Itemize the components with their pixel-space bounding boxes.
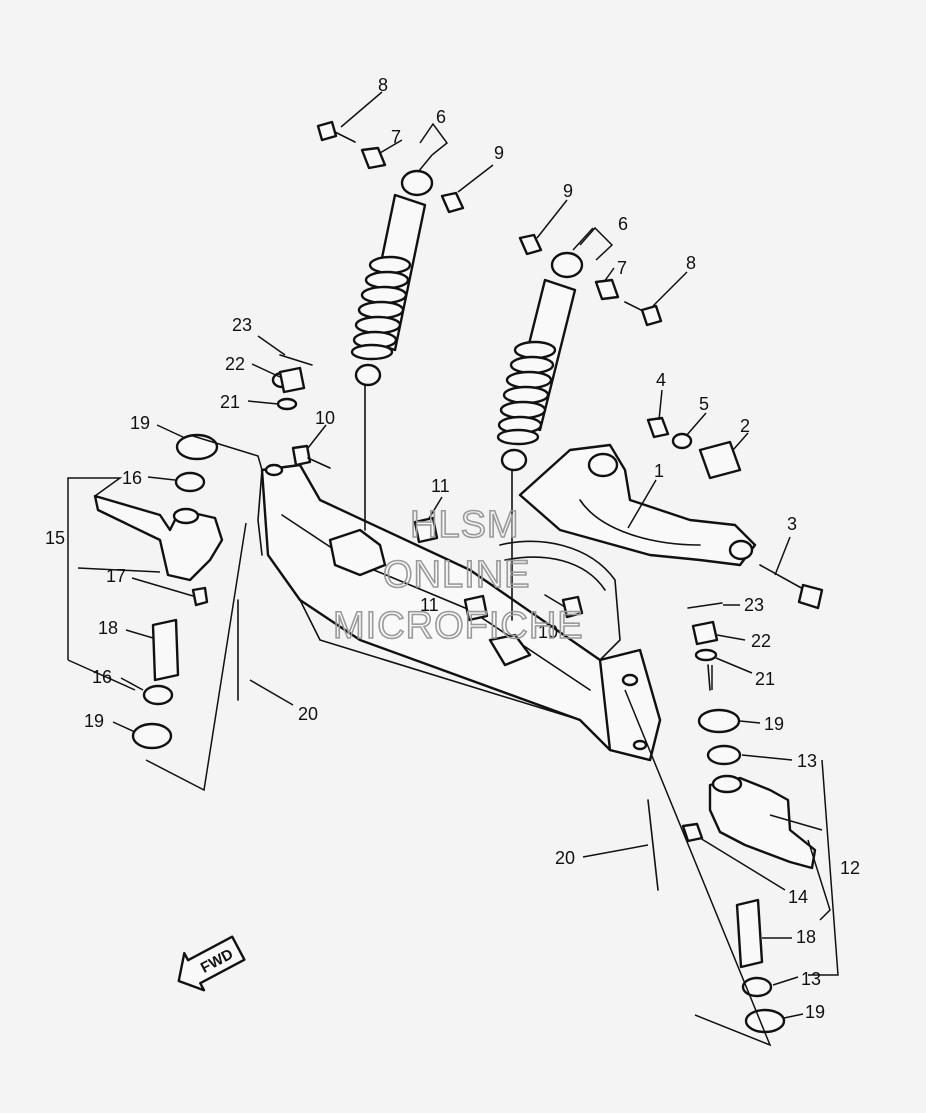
bolt-3-head <box>797 583 824 610</box>
nut-11-upper <box>413 516 439 544</box>
callout-7: 7 <box>617 258 627 278</box>
callout-10: 10 <box>538 622 558 642</box>
hardware-upper-left <box>316 120 465 214</box>
callout-17: 17 <box>106 566 126 586</box>
collar-7-right <box>594 278 620 301</box>
bushing-13-upper <box>706 744 742 766</box>
bolt-8-left-head <box>316 120 338 142</box>
a-arm <box>518 443 757 567</box>
callout-22: 22 <box>225 354 245 374</box>
watermark-line-1: HLSM <box>410 504 520 546</box>
bushing-16-upper-left <box>174 471 206 493</box>
callout-3: 3 <box>787 514 797 534</box>
shock-absorber-left <box>350 169 434 531</box>
callout-23: 23 <box>744 595 764 615</box>
leader-lines <box>112 91 804 1019</box>
nut-11-lower <box>463 594 489 622</box>
callout-15: 15 <box>45 528 65 548</box>
callout-20: 20 <box>555 848 575 868</box>
shock-spring-right <box>496 340 557 446</box>
callout-4: 4 <box>656 370 666 390</box>
callout-1: 1 <box>654 461 664 481</box>
bushing-2 <box>698 440 742 480</box>
seal-19-right-lower <box>744 1008 786 1034</box>
nut-9-left <box>440 191 465 214</box>
bolt-14 <box>681 822 704 843</box>
callout-16: 16 <box>122 468 142 488</box>
frame-crossmember <box>257 463 662 762</box>
knuckle-right-group <box>647 602 817 1034</box>
callout-5: 5 <box>699 394 709 414</box>
washer-21-right <box>694 648 718 662</box>
callout-19: 19 <box>130 413 150 433</box>
callout-21: 21 <box>755 669 775 689</box>
watermark-line-2: ONLINE <box>383 554 530 596</box>
watermark-line-3: MICROFICHE <box>333 605 584 647</box>
collar-18-left <box>151 618 180 682</box>
callout-19: 19 <box>805 1002 825 1022</box>
nut-22-left <box>278 366 306 394</box>
callout-10: 10 <box>315 408 335 428</box>
arrow-icon <box>177 935 246 992</box>
nut-9-right <box>518 233 543 256</box>
callout-8: 8 <box>686 253 696 273</box>
callout-22: 22 <box>751 631 771 651</box>
watermark: HLSM ONLINE MICROFICHE <box>332 503 584 648</box>
callout-16: 16 <box>92 667 112 687</box>
callout-9: 9 <box>563 181 573 201</box>
hardware-center <box>291 444 584 622</box>
callout-6: 6 <box>618 214 628 234</box>
bolt-10-right-head <box>561 595 584 619</box>
hardware-upper-right <box>518 233 824 610</box>
callout-12: 12 <box>840 858 860 878</box>
callout-19: 19 <box>764 714 784 734</box>
seal-19-upper-left <box>175 433 219 461</box>
callout-9: 9 <box>494 143 504 163</box>
bolt-20-right <box>647 799 659 891</box>
seal-19-right-upper <box>697 708 741 734</box>
callout-11: 11 <box>431 476 450 496</box>
callout-20: 20 <box>298 704 318 724</box>
callout-13: 13 <box>797 751 817 771</box>
callout-2: 2 <box>740 416 750 436</box>
collar-7-left <box>360 146 387 170</box>
washer-5 <box>671 432 693 450</box>
shock-absorber-right <box>496 251 584 621</box>
callout-23: 23 <box>232 315 252 335</box>
callout-labels: 8 6 7 9 9 6 7 8 23 22 21 10 19 16 15 17 … <box>45 75 860 1022</box>
bolt-17 <box>191 586 209 607</box>
seal-19-lower-left <box>131 722 173 750</box>
callout-6: 6 <box>436 107 446 127</box>
collar-18-right <box>735 898 764 969</box>
bushing-13-lower <box>741 976 773 998</box>
callout-18: 18 <box>796 927 816 947</box>
callout-21: 21 <box>220 392 240 412</box>
bolt-10-left-head <box>291 444 312 467</box>
bolt-8-right-head <box>640 304 663 327</box>
callout-11: 11 <box>420 595 439 615</box>
bushing-16-lower-left <box>142 684 174 706</box>
callout-14: 14 <box>788 887 808 907</box>
callout-18: 18 <box>98 618 118 638</box>
callout-13: 13 <box>801 969 821 989</box>
callout-7: 7 <box>391 127 401 147</box>
cotter-pin-23-right <box>687 602 723 609</box>
callout-8: 8 <box>378 75 388 95</box>
knuckle-left-group <box>93 354 313 750</box>
washer-21-left <box>276 397 298 411</box>
shock-spring-left <box>350 255 412 361</box>
nut-22-right <box>691 620 719 646</box>
fwd-direction-arrow: FWD <box>177 935 246 992</box>
callout-19: 19 <box>84 711 104 731</box>
nut-4 <box>646 416 670 439</box>
group-brackets <box>67 435 839 1047</box>
